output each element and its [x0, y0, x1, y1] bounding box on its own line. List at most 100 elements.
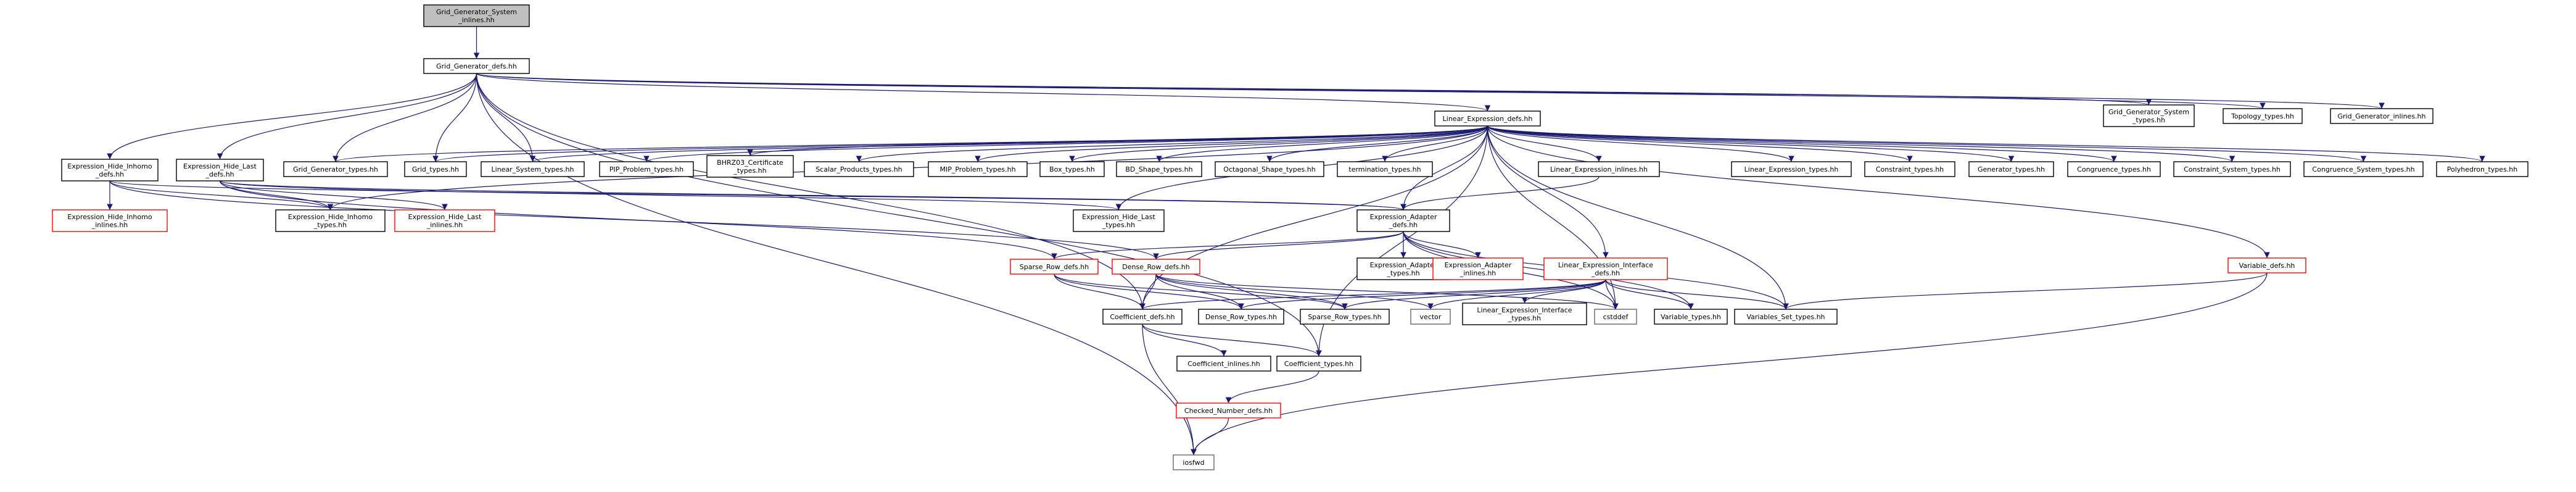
- edge-led-to-cstddef: [1487, 125, 1619, 310]
- node-ehid[interactable]: Expression_Hide_Inhomo_defs.hh: [61, 159, 159, 181]
- node-ct[interactable]: Constraint_types.hh: [1864, 161, 1955, 177]
- node-srd[interactable]: Sparse_Row_defs.hh: [1010, 259, 1099, 275]
- node-srt[interactable]: Sparse_Row_types.hh: [1300, 309, 1390, 325]
- node-cgst[interactable]: Congruence_System_types.hh: [2303, 161, 2424, 177]
- node-box: [1434, 110, 1541, 127]
- node-cstddef[interactable]: cstddef: [1594, 309, 1637, 325]
- node-ggst[interactable]: Grid_Generator_System_types.hh: [2103, 104, 2195, 127]
- node-eai[interactable]: Expression_Adapter_inlines.hh: [1432, 257, 1524, 280]
- node-cnd[interactable]: Checked_Number_defs.hh: [1176, 402, 1281, 419]
- node-gt[interactable]: Grid_types.hh: [404, 161, 467, 177]
- edge-ehid-to-ehit: [109, 180, 334, 211]
- edge-led-to-ost: [1266, 125, 1488, 162]
- node-led[interactable]: Linear_Expression_defs.hh: [1434, 110, 1541, 127]
- edge-cd-to-cft: [1142, 323, 1322, 357]
- node-ehii[interactable]: Expression_Hide_Inhomo_inlines.hh: [52, 209, 168, 232]
- edge-led-to-cst: [1487, 125, 2235, 162]
- node-box: [2223, 108, 2303, 124]
- node-label: Dense_Row_types.hh: [1205, 313, 1277, 321]
- node-lst[interactable]: Linear_System_types.hh: [481, 161, 585, 177]
- edge-led-to-cd: [1139, 125, 1488, 310]
- dependency-edges: [107, 27, 2485, 456]
- edge-led-to-bdst: [1156, 125, 1488, 162]
- node-box: [1039, 161, 1105, 177]
- node-ost[interactable]: Octagonal_Shape_types.hh: [1215, 161, 1324, 177]
- node-label: vector: [1420, 313, 1442, 321]
- node-cgt[interactable]: Congruence_types.hh: [2067, 161, 2161, 177]
- edge-cd-to-iosfwd: [1142, 323, 1197, 456]
- node-gent[interactable]: Generator_types.hh: [1968, 161, 2054, 177]
- edge-lei-to-ead: [1400, 176, 1600, 211]
- node-label: Coefficient_inlines.hh: [1187, 360, 1260, 368]
- node-ehlt[interactable]: Expression_Hide_Last_types.hh: [1073, 209, 1165, 232]
- node-label: Grid_Generator_defs.hh: [436, 62, 517, 70]
- node-box: [928, 161, 1028, 177]
- node-cft[interactable]: Coefficient_types.hh: [1276, 356, 1361, 372]
- node-term[interactable]: termination_types.hh: [1337, 161, 1433, 177]
- node-topo[interactable]: Topology_types.hh: [2223, 108, 2303, 124]
- node-vt[interactable]: Variable_types.hh: [1654, 309, 1728, 325]
- node-ehit[interactable]: Expression_Hide_Inhomo_types.hh: [275, 209, 386, 232]
- node-label: Box_types.hh: [1049, 165, 1095, 173]
- node-box: [176, 159, 264, 181]
- node-drt[interactable]: Dense_Row_types.hh: [1198, 309, 1284, 325]
- node-ehld[interactable]: Expression_Hide_Last_defs.hh: [176, 159, 264, 181]
- edge-leid-to-vst: [1605, 279, 1789, 310]
- node-iosfwd[interactable]: iosfwd: [1173, 454, 1215, 470]
- node-label: _types.hh: [313, 221, 347, 229]
- node-leit[interactable]: Linear_Expression_Interface_types.hh: [1462, 302, 1587, 325]
- node-ead[interactable]: Expression_Adapter_defs.hh: [1356, 209, 1450, 232]
- node-vd[interactable]: Variable_defs.hh: [2227, 257, 2306, 273]
- node-leid[interactable]: Linear_Expression_Interface_defs.hh: [1543, 257, 1668, 280]
- edge-srd-to-drt: [1054, 273, 1244, 310]
- node-label: _types.hh: [733, 167, 766, 175]
- node-cd[interactable]: Coefficient_defs.hh: [1102, 309, 1183, 325]
- node-label: _defs.hh: [1591, 269, 1620, 277]
- node-label: Linear_Expression_Interface: [1477, 306, 1572, 314]
- node-label: cstddef: [1603, 313, 1629, 321]
- node-box: [1734, 309, 1838, 325]
- edge-ggd-to-iosfwd: [476, 73, 1197, 456]
- node-label: Constraint_System_types.hh: [2184, 165, 2281, 173]
- node-ggt[interactable]: Grid_Generator_types.hh: [283, 161, 388, 177]
- node-label: Congruence_System_types.hh: [2312, 165, 2414, 173]
- node-box: [1010, 259, 1099, 275]
- node-let[interactable]: Linear_Expression_types.hh: [1731, 161, 1852, 177]
- node-vst[interactable]: Variables_Set_types.hh: [1734, 309, 1838, 325]
- node-box: [2173, 161, 2291, 177]
- node-bdst[interactable]: BD_Shape_types.hh: [1116, 161, 1202, 177]
- file-nodes: Grid_Generator_System_inlines.hhGrid_Gen…: [52, 4, 2529, 470]
- node-pipt[interactable]: PIP_Problem_types.hh: [599, 161, 694, 177]
- node-boxt[interactable]: Box_types.hh: [1039, 161, 1105, 177]
- node-lei[interactable]: Linear_Expression_inlines.hh: [1538, 161, 1660, 177]
- node-label: Constraint_types.hh: [1876, 165, 1944, 173]
- node-label: Expression_Hide_Inhomo: [67, 162, 152, 170]
- node-box: [1594, 309, 1637, 325]
- node-ggi[interactable]: Grid_Generator_inlines.hh: [2330, 108, 2434, 124]
- edge-ggd-to-ggi: [476, 73, 2384, 109]
- node-label: Grid_types.hh: [412, 165, 459, 173]
- node-spt[interactable]: Scalar_Products_types.hh: [804, 161, 914, 177]
- node-bhrz[interactable]: BHRZ03_Certificate_types.hh: [706, 155, 794, 178]
- edge-led-to-bhrz: [747, 125, 1488, 156]
- node-box: [1215, 161, 1324, 177]
- node-ggd[interactable]: Grid_Generator_defs.hh: [423, 58, 530, 74]
- node-label: Octagonal_Shape_types.hh: [1223, 165, 1315, 173]
- node-label: Expression_Adapter: [1370, 213, 1437, 221]
- node-ggsi[interactable]: Grid_Generator_System_inlines.hh: [423, 4, 530, 27]
- edge-ehld-to-ehlt: [219, 180, 1121, 211]
- node-box: [1968, 161, 2054, 177]
- node-vec[interactable]: vector: [1410, 309, 1451, 325]
- node-polyt[interactable]: Polyhedron_types.hh: [2436, 161, 2529, 177]
- node-box: [1654, 309, 1728, 325]
- node-ehli[interactable]: Expression_Hide_Last_inlines.hh: [394, 209, 495, 232]
- node-box: [2436, 161, 2529, 177]
- node-drd[interactable]: Dense_Row_defs.hh: [1112, 259, 1200, 275]
- node-ci[interactable]: Coefficient_inlines.hh: [1176, 356, 1271, 372]
- node-box: [1176, 356, 1271, 372]
- edge-ggd-to-ggst: [476, 73, 2152, 106]
- node-box: [1410, 309, 1451, 325]
- node-mipt[interactable]: MIP_Problem_types.hh: [928, 161, 1028, 177]
- edge-ggd-to-cd: [476, 73, 1146, 310]
- node-cst[interactable]: Constraint_System_types.hh: [2173, 161, 2291, 177]
